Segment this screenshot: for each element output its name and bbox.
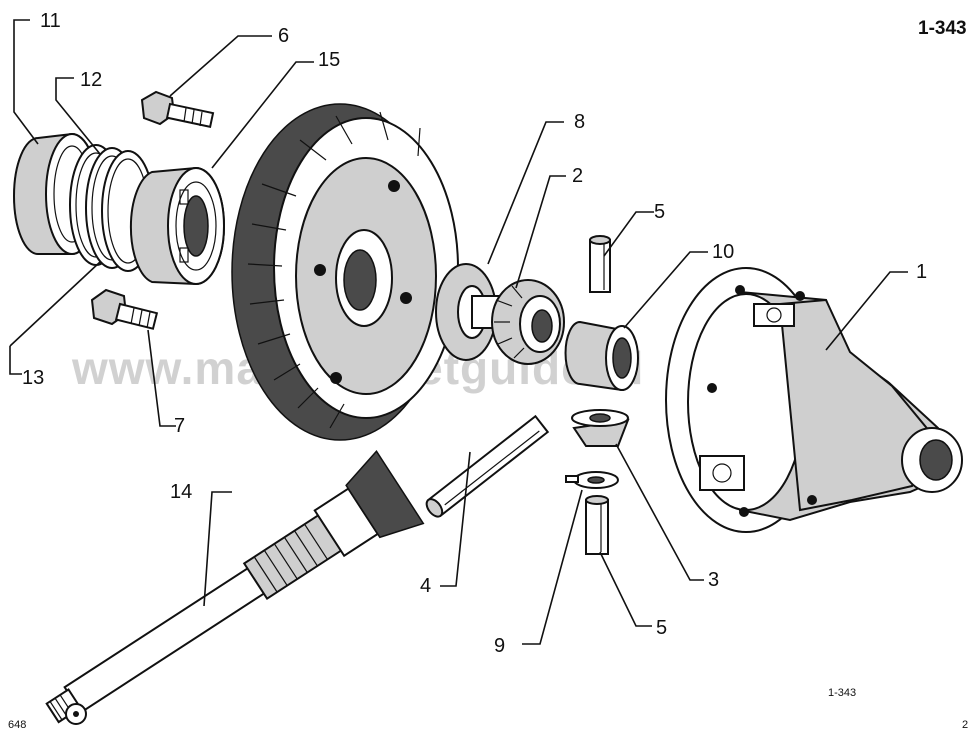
page-code-right: 2	[962, 719, 968, 731]
thrust-washer-icon	[435, 263, 503, 361]
pin-icon	[589, 235, 611, 293]
callout-11: 11	[40, 10, 61, 32]
callout-12: 12	[80, 69, 102, 91]
callout-2: 2	[572, 165, 583, 187]
callout-8: 8	[574, 111, 585, 133]
figure-ref-bottom: 1-343	[828, 687, 856, 699]
side-gear-icon	[491, 279, 565, 365]
pinion-gear-icon	[571, 409, 630, 447]
callout-15: 15	[318, 49, 340, 71]
callout-5-bottom: 5	[656, 617, 667, 639]
ring-gear-icon	[231, 103, 459, 441]
cross-shaft-icon	[425, 414, 550, 518]
figure-ref-top: 1-343	[918, 18, 967, 39]
callout-1: 1	[916, 261, 927, 283]
callout-9: 9	[494, 635, 505, 657]
callout-13: 13	[22, 367, 44, 389]
bushing-icon	[564, 320, 639, 392]
page-code-left: 648	[8, 719, 26, 731]
pin-icon	[585, 495, 609, 555]
callout-3: 3	[708, 569, 719, 591]
callout-6: 6	[278, 25, 289, 47]
callout-7: 7	[174, 415, 185, 437]
pinion-shaft-icon	[45, 450, 425, 725]
hex-bolt-icon	[140, 90, 215, 129]
leader-lines	[9, 19, 908, 645]
callout-14: 14	[170, 481, 192, 503]
callout-4: 4	[420, 575, 431, 597]
hex-bolt-icon	[90, 288, 159, 330]
lock-washer-icon	[565, 471, 619, 489]
callout-10: 10	[712, 241, 734, 263]
callout-5-top: 5	[654, 201, 665, 223]
roller-bearing-icon	[129, 166, 225, 286]
differential-case-icon	[665, 267, 963, 533]
